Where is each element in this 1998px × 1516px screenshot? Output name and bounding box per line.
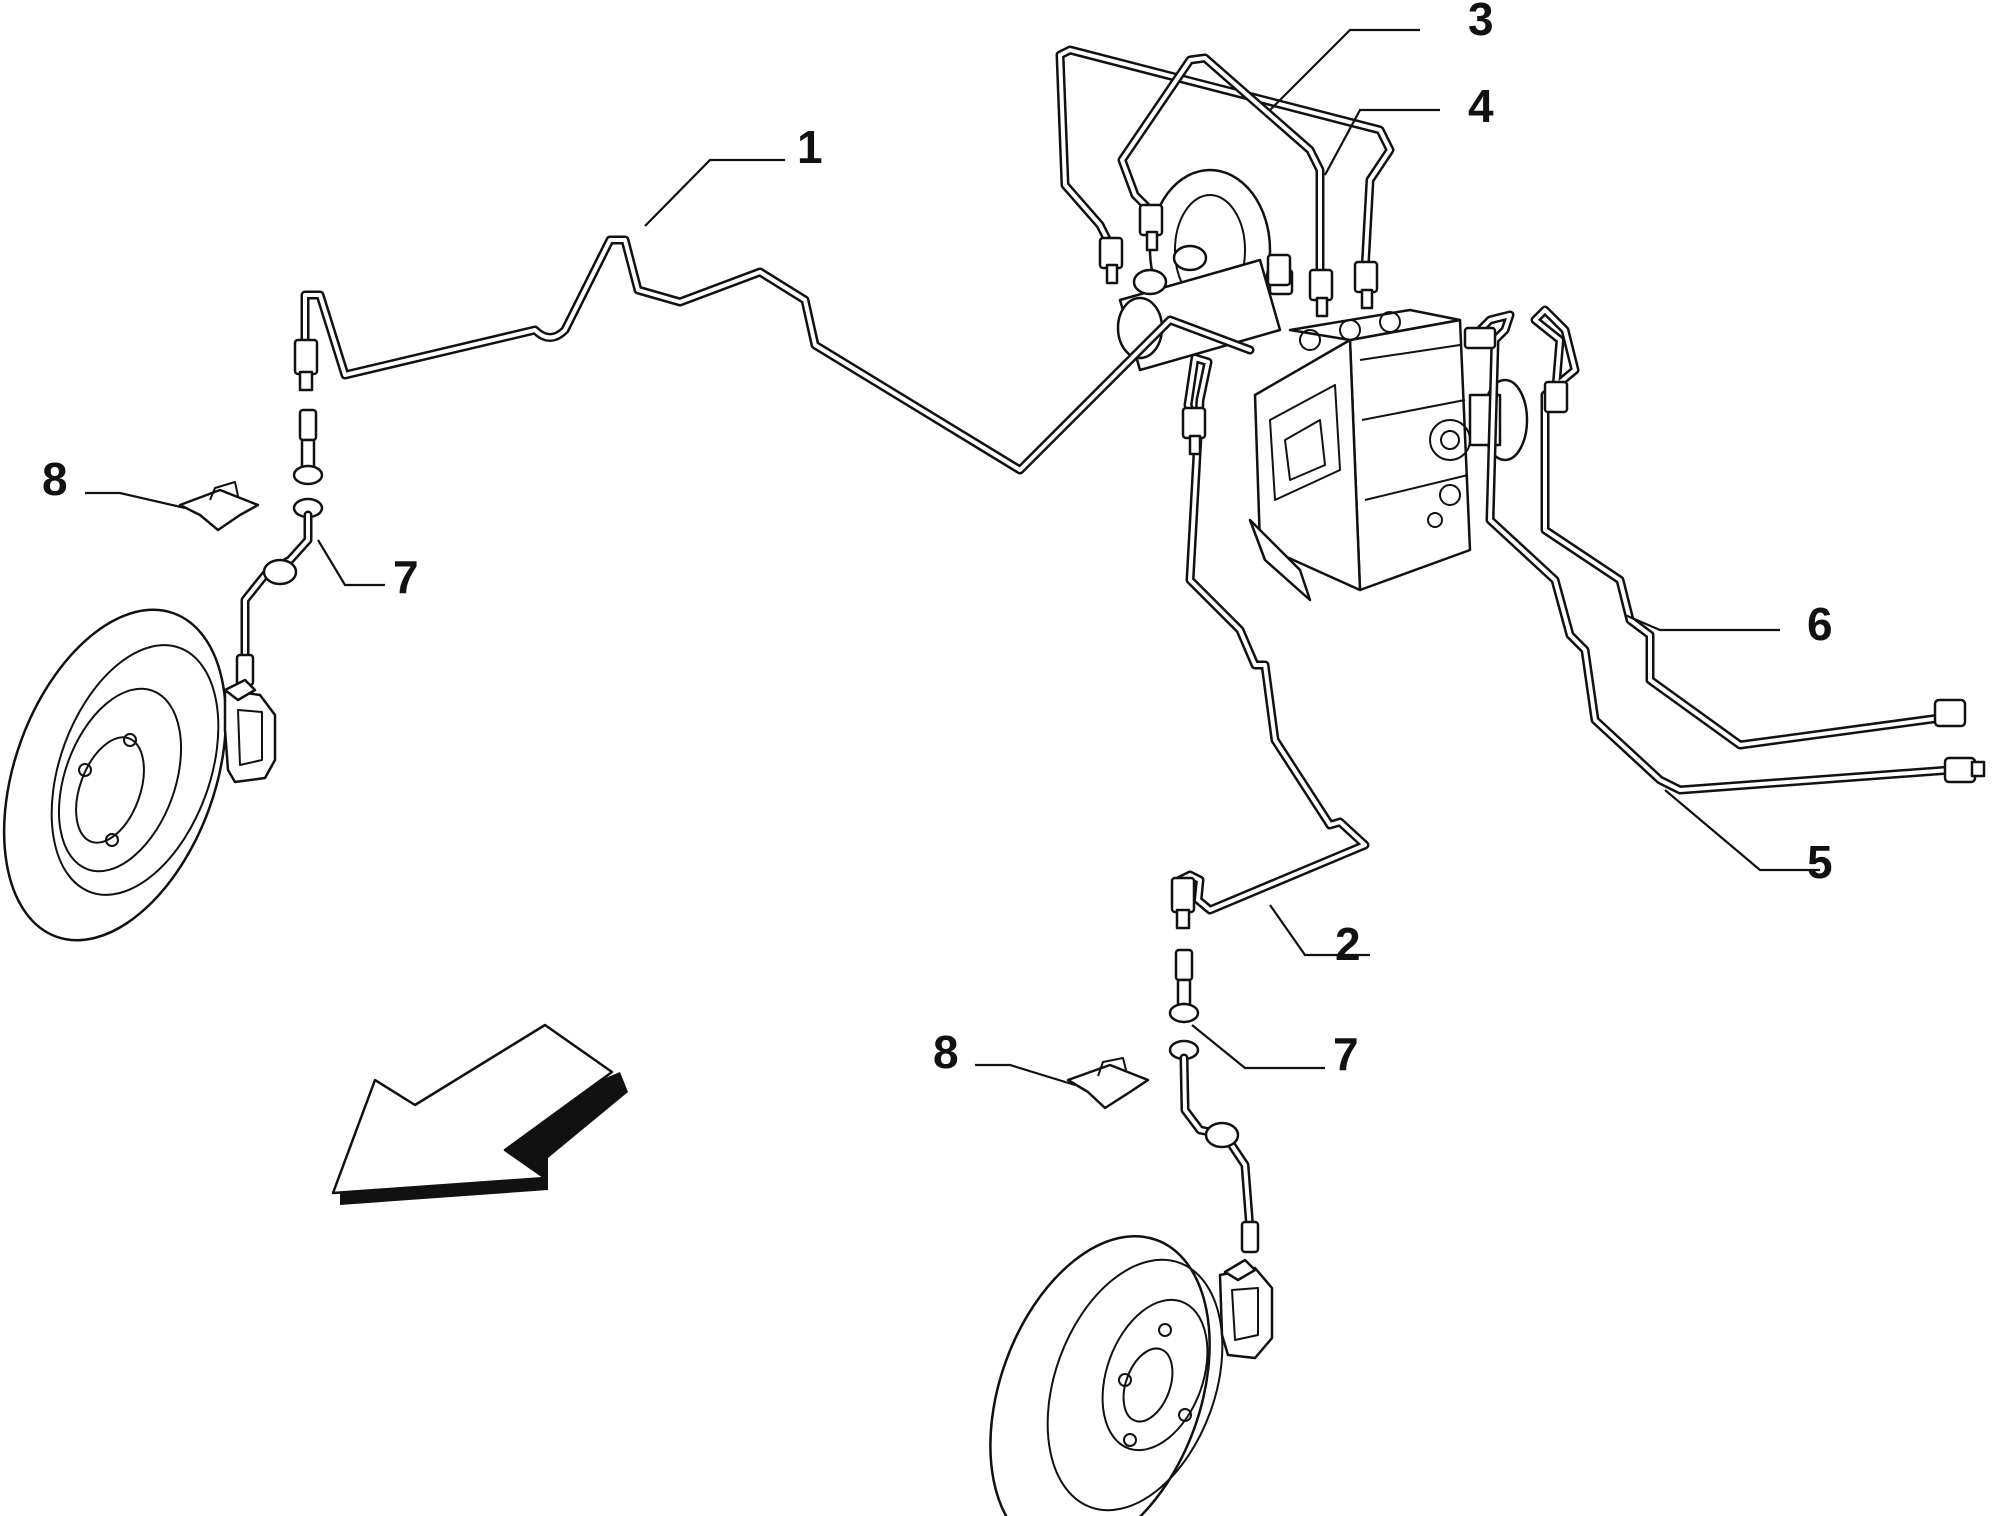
- brake-caliper-left: [223, 678, 277, 784]
- callout-7-left: 7: [393, 551, 419, 603]
- callout-2: 2: [1335, 918, 1361, 970]
- master-cylinder: [1116, 168, 1294, 372]
- callout-3: 3: [1468, 0, 1494, 45]
- callout-7-right: 7: [1333, 1028, 1359, 1080]
- retaining-clip-right: [1066, 1057, 1150, 1110]
- callout-4: 4: [1468, 80, 1494, 132]
- pipe-3: [1055, 45, 1395, 275]
- callout-6: 6: [1807, 598, 1833, 650]
- callout-8-left: 8: [42, 453, 68, 505]
- brake-hose-right: [1168, 948, 1260, 1254]
- pipe-4: [1117, 53, 1325, 280]
- brake-disc-left: [2, 608, 228, 942]
- pipe-1: [300, 235, 1255, 475]
- abs-modulator-unit: [1248, 308, 1529, 602]
- retaining-clip-left: [178, 481, 260, 532]
- direction-arrow-icon: [331, 1023, 628, 1205]
- brake-disc-right: [989, 1234, 1224, 1516]
- brake-caliper-right: [1218, 1258, 1274, 1360]
- leader-lines: [85, 28, 1820, 1087]
- pipe-2: [1175, 353, 1370, 925]
- pipe-fittings: [293, 203, 1986, 930]
- pipe-6: [1530, 305, 1945, 750]
- callout-labels: 1 2 3 4 5 6 7 7 8 8: [42, 0, 1833, 1080]
- brake-hose-left: [235, 408, 324, 687]
- callout-1: 1: [797, 121, 823, 173]
- pipe-5: [1465, 310, 1955, 795]
- callout-5: 5: [1807, 836, 1833, 888]
- callout-8-right: 8: [933, 1026, 959, 1078]
